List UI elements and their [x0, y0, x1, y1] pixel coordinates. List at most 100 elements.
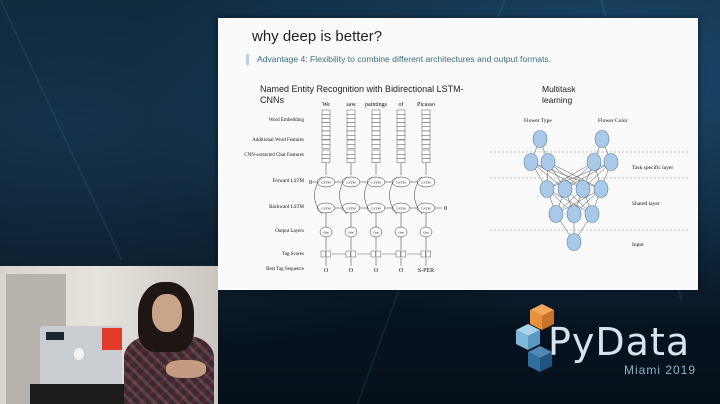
tag-score-cell	[400, 250, 406, 258]
embedding-cell	[321, 113, 331, 119]
apple-logo-icon	[74, 348, 84, 360]
embedding-cell	[396, 126, 406, 132]
backward-zero: 0	[444, 206, 447, 212]
feature-cell	[346, 139, 356, 145]
lstm-label: LSTM	[321, 181, 331, 185]
embedding-cell	[346, 134, 356, 140]
embedding-cell	[346, 130, 356, 136]
char-feature-cell	[396, 153, 406, 159]
pydata-city: Miami 2019	[624, 363, 697, 377]
pydata-cube-icon	[516, 304, 554, 372]
slide-title: why deep is better?	[252, 28, 383, 45]
embedding-cell	[396, 113, 406, 119]
tag-score-cell	[370, 250, 376, 258]
embedding-cell	[421, 118, 431, 123]
embedding-cell	[371, 126, 381, 132]
network-node	[557, 180, 573, 198]
feature-cell	[371, 139, 381, 145]
ner-column: LSTM LSTM Out	[364, 109, 396, 266]
tag: O	[399, 268, 404, 274]
out-label: Out	[348, 231, 353, 235]
feature-cell	[396, 139, 406, 145]
out-label: Out	[323, 231, 328, 235]
task1-label: Flower Type	[524, 118, 552, 124]
network-node	[594, 130, 610, 148]
label-word-embedding: Word Embedding	[269, 118, 305, 123]
char-feature-cell	[371, 153, 381, 159]
ner-diagram: Word Embedding Additional Word Features …	[244, 101, 688, 274]
embedding-cell	[371, 134, 381, 140]
network-node	[566, 205, 582, 223]
tag: O	[374, 268, 379, 274]
char-feature-cell	[321, 153, 331, 159]
lstm-label: LSTM	[421, 207, 431, 211]
feature-cell	[421, 143, 431, 149]
tag-score-cell	[375, 250, 381, 258]
word: paintings	[365, 102, 388, 108]
network-node	[603, 153, 619, 171]
network-node	[584, 205, 600, 223]
embedding-cell	[421, 122, 431, 127]
embedding-cell	[396, 118, 406, 123]
label-output-layers: Output Layers	[275, 229, 304, 234]
embedding-cell	[421, 134, 431, 140]
char-feature-cell	[346, 158, 356, 163]
embedding-cell	[421, 113, 431, 119]
red-sticker-icon	[102, 328, 122, 350]
podium	[30, 384, 140, 404]
char-feature-cell	[371, 158, 381, 163]
label-forward-lstm: Forward LSTM	[272, 179, 304, 184]
label-backward-lstm: Backward LSTM	[269, 205, 304, 210]
out-label: Out	[398, 231, 403, 235]
char-feature-cell	[421, 153, 431, 159]
feature-cell	[321, 143, 331, 149]
ner-title: Named Entity Recognition with Bidirectio…	[260, 84, 464, 105]
tag: O	[324, 268, 329, 274]
embedding-cell	[396, 109, 406, 115]
tag-score-cell	[320, 250, 326, 258]
tag-score-cell	[350, 250, 356, 258]
lstm-label: LSTM	[396, 207, 406, 211]
forward-zero: 0	[309, 180, 312, 186]
embedding-cell	[346, 113, 356, 119]
speaker-face	[152, 294, 182, 332]
tag-score-cell	[345, 250, 351, 258]
lstm-label: LSTM	[371, 181, 381, 185]
char-feature-cell	[421, 158, 431, 163]
label-best-tag: Best Tag Sequence	[266, 267, 305, 272]
feature-cell	[421, 139, 431, 145]
char-feature-cell	[321, 149, 331, 155]
embedding-cell	[371, 130, 381, 136]
tag-score-cell	[325, 250, 331, 258]
embedding-cell	[321, 122, 331, 127]
embedding-cell	[396, 122, 406, 127]
char-feature-cell	[346, 149, 356, 155]
speaker-hands	[166, 360, 206, 378]
lstm-label: LSTM	[346, 207, 356, 211]
lstm-label: LSTM	[371, 207, 381, 211]
task-layer-label: Task specific layer	[632, 164, 673, 171]
embedding-cell	[421, 130, 431, 136]
embedding-cell	[321, 118, 331, 123]
network-node	[539, 180, 555, 198]
char-feature-cell	[321, 158, 331, 163]
out-label: Out	[373, 231, 378, 235]
embedding-cell	[371, 113, 381, 119]
tag-score-cell	[420, 250, 426, 258]
slide: why deep is better? Advantage 4: Flexibi…	[218, 18, 698, 290]
network-node	[593, 180, 609, 198]
pydata-wordmark: PyData	[548, 320, 691, 364]
lstm-label: LSTM	[421, 181, 431, 185]
multitask-diagram: Flower Type Flower Color Task specific l…	[490, 118, 688, 251]
tag: S-PER	[418, 268, 434, 274]
network-node	[532, 130, 548, 148]
tag: O	[349, 268, 354, 274]
embedding-cell	[321, 126, 331, 132]
advantage-callout: Advantage 4: Flexibility to combine diff…	[246, 54, 677, 65]
embedding-cell	[371, 118, 381, 123]
network-node	[548, 205, 564, 223]
embedding-cell	[346, 109, 356, 115]
feature-cell	[371, 143, 381, 149]
